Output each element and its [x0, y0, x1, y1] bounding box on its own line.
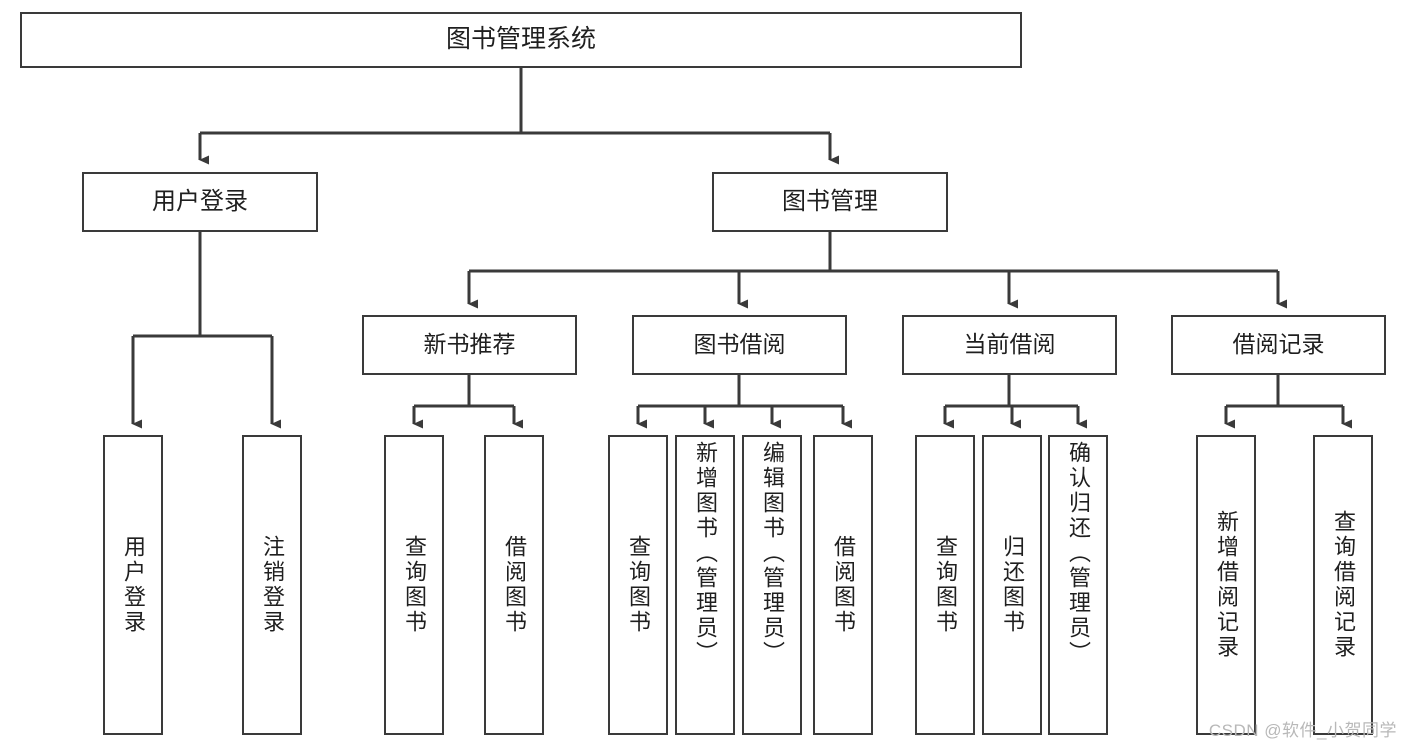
leaf-borrow-add-book-label: 新增图书（管理员） [692, 441, 718, 666]
leaf-current-query-book-label: 查询图书 [932, 535, 958, 635]
leaf-current-return-book-label: 归还图书 [999, 535, 1025, 635]
node-current-borrow[interactable]: 当前借阅 [902, 315, 1117, 375]
leaf-current-confirm-return[interactable]: 确认归还（管理员） [1048, 435, 1108, 735]
leaf-borrow-query-book-label: 查询图书 [625, 535, 651, 635]
leaf-borrow-query-book[interactable]: 查询图书 [608, 435, 668, 735]
node-new-book-recommend-label: 新书推荐 [423, 331, 516, 358]
node-user-login-label: 用户登录 [152, 187, 248, 215]
leaf-current-query-book[interactable]: 查询图书 [915, 435, 975, 735]
node-borrow-records[interactable]: 借阅记录 [1171, 315, 1386, 375]
leaf-borrow-edit-book[interactable]: 编辑图书（管理员） [742, 435, 802, 735]
node-root-system[interactable]: 图书管理系统 [20, 12, 1022, 68]
leaf-user-login-signin[interactable]: 用户登录 [103, 435, 163, 735]
node-book-borrow-label: 图书借阅 [693, 331, 786, 358]
leaf-records-add-record[interactable]: 新增借阅记录 [1196, 435, 1256, 735]
leaf-borrow-edit-book-label: 编辑图书（管理员） [759, 441, 785, 666]
leaf-borrow-borrow-book-label: 借阅图书 [830, 535, 856, 635]
node-root-system-label: 图书管理系统 [445, 25, 596, 54]
node-user-login[interactable]: 用户登录 [82, 172, 318, 232]
leaf-current-confirm-return-label: 确认归还（管理员） [1065, 441, 1091, 666]
leaf-user-login-signout[interactable]: 注销登录 [242, 435, 302, 735]
node-current-borrow-label: 当前借阅 [963, 331, 1056, 358]
leaf-current-return-book[interactable]: 归还图书 [982, 435, 1042, 735]
leaf-new-book-query-label: 查询图书 [401, 535, 427, 635]
leaf-user-login-signin-label: 用户登录 [120, 535, 146, 635]
node-book-borrow[interactable]: 图书借阅 [632, 315, 847, 375]
leaf-borrow-borrow-book[interactable]: 借阅图书 [813, 435, 873, 735]
leaf-user-login-signout-label: 注销登录 [259, 535, 285, 635]
leaf-borrow-add-book[interactable]: 新增图书（管理员） [675, 435, 735, 735]
leaf-records-query-record[interactable]: 查询借阅记录 [1313, 435, 1373, 735]
node-borrow-records-label: 借阅记录 [1232, 331, 1325, 358]
watermark-text: CSDN @软件_小贺同学 [1208, 721, 1397, 740]
leaf-new-book-borrow[interactable]: 借阅图书 [484, 435, 544, 735]
node-new-book-recommend[interactable]: 新书推荐 [362, 315, 577, 375]
node-book-management[interactable]: 图书管理 [712, 172, 948, 232]
leaf-records-query-record-label: 查询借阅记录 [1330, 510, 1356, 660]
node-book-management-label: 图书管理 [782, 187, 878, 215]
leaf-records-add-record-label: 新增借阅记录 [1213, 510, 1239, 660]
leaf-new-book-borrow-label: 借阅图书 [501, 535, 527, 635]
leaf-new-book-query[interactable]: 查询图书 [384, 435, 444, 735]
